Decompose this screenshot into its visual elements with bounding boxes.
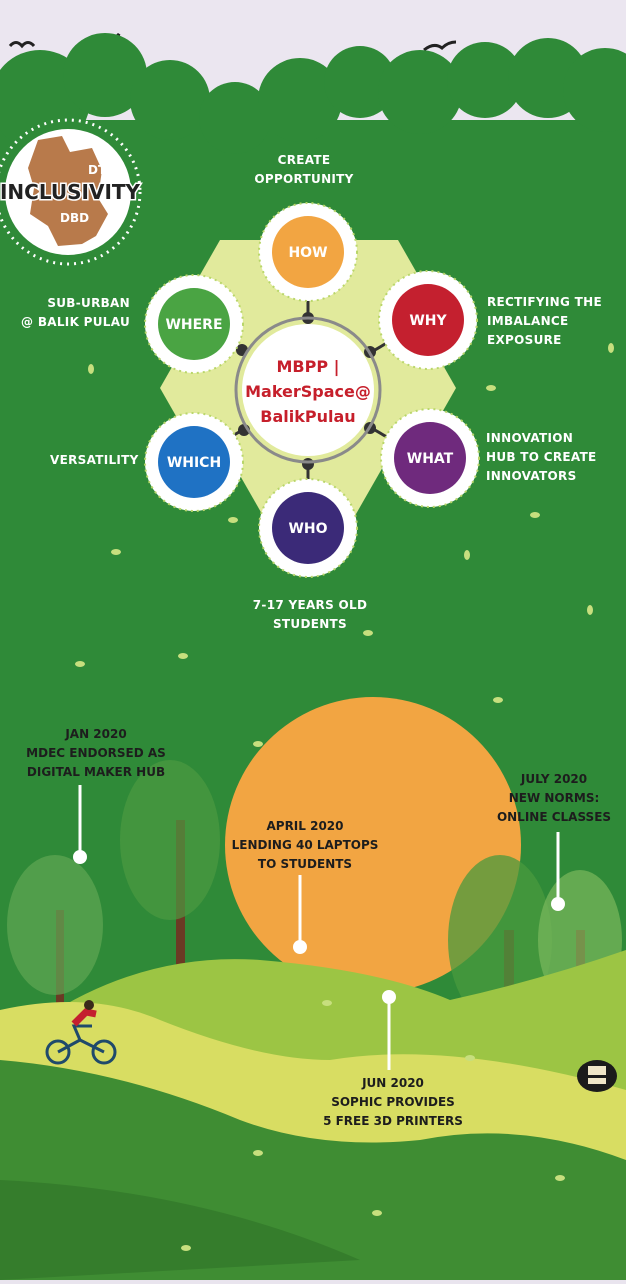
caption-how: CREATE OPPORTUNITY (254, 153, 353, 186)
node-which: WHICH (144, 412, 244, 512)
timeline-line: DIGITAL MAKER HUB (27, 765, 165, 779)
caption-line: 7-17 YEARS OLD (253, 598, 367, 612)
bird-icon (423, 40, 457, 52)
caption-line: CREATE (278, 153, 331, 167)
what-circle (394, 422, 466, 494)
which-label: WHICH (167, 455, 221, 471)
logo-top-text: DTL (88, 163, 114, 177)
hub: MBPP | MakerSpace@ BalikPulau (234, 316, 382, 464)
timeline-line: JULY 2020 (520, 772, 587, 786)
caption-what: INNOVATION HUB TO CREATE INNOVATORS (486, 431, 597, 483)
timeline-line: JUN 2020 (361, 1076, 424, 1090)
caption-line: IMBALANCE (487, 314, 569, 328)
timeline-jan: JAN 2020 MDEC ENDORSED AS DIGITAL MAKER … (26, 727, 166, 779)
caption-which: VERSATILITY (50, 453, 139, 467)
caption-who: 7-17 YEARS OLD STUDENTS (253, 598, 367, 631)
caption-line: SUB-URBAN (47, 296, 130, 310)
how-label: HOW (288, 245, 327, 261)
timeline-jun: JUN 2020 SOPHIC PROVIDES 5 FREE 3D PRINT… (323, 1076, 463, 1128)
timeline-line: 5 FREE 3D PRINTERS (323, 1114, 463, 1128)
why-label: WHY (409, 313, 447, 329)
who-circle (272, 492, 344, 564)
caption-line: INNOVATION (486, 431, 573, 445)
timeline-line: JAN 2020 (64, 727, 126, 741)
caption-line: INNOVATORS (486, 469, 577, 483)
cyclist-icon (45, 1000, 117, 1065)
node-why: WHY (378, 270, 478, 370)
caption-line: OPPORTUNITY (254, 172, 353, 186)
caption-line: EXPOSURE (487, 333, 562, 347)
caption-line: @ BALIK PULAU (21, 315, 130, 329)
logo-title: INCLUSIVITY (0, 180, 141, 204)
timeline-line: ONLINE CLASSES (497, 810, 611, 824)
leaf-decorations (75, 343, 614, 747)
hub-line-2: MakerSpace@ (245, 382, 371, 401)
caption-why: RECTIFYING THE IMBALANCE EXPOSURE (487, 295, 602, 347)
where-circle (158, 288, 230, 360)
hill-foreground (0, 1180, 360, 1280)
timeline-line: MDEC ENDORSED AS (26, 746, 166, 760)
how-circle (272, 216, 344, 288)
node-where: WHERE (144, 274, 244, 374)
what-label: WHAT (407, 451, 454, 467)
grass-leaf-decorations (181, 1000, 565, 1251)
hub-line-3: BalikPulau (260, 407, 355, 426)
caption-where: SUB-URBAN @ BALIK PULAU (21, 296, 130, 329)
caption-line: RECTIFYING THE (487, 295, 602, 309)
timeline-dots (73, 850, 565, 1004)
timeline-line: APRIL 2020 (266, 819, 343, 833)
caption-line: HUB TO CREATE (486, 450, 597, 464)
node-who: WHO (258, 478, 358, 578)
caption-line: VERSATILITY (50, 453, 139, 467)
timeline-pins (78, 785, 560, 1070)
caption-line: STUDENTS (273, 617, 347, 631)
inclusivity-logo: DTL INCLUSIVITY DBD (0, 118, 142, 266)
timeline-line: NEW NORMS: (509, 791, 600, 805)
which-circle (158, 426, 230, 498)
hub-line-1: MBPP | (277, 357, 340, 377)
bird-icon (8, 41, 36, 49)
timeline-jul: JULY 2020 NEW NORMS: ONLINE CLASSES (497, 772, 611, 824)
node-what: WHAT (380, 408, 480, 508)
logo-bottom-text: DBD (60, 211, 89, 225)
where-label: WHERE (165, 317, 222, 333)
who-label: WHO (288, 521, 327, 537)
why-circle (392, 284, 464, 356)
node-how: HOW (258, 202, 358, 302)
council-crest-icon (577, 1060, 617, 1092)
timeline-line: SOPHIC PROVIDES (331, 1095, 455, 1109)
timeline-line: LENDING 40 LAPTOPS (232, 838, 379, 852)
timeline-line: TO STUDENTS (258, 857, 352, 871)
timeline-apr: APRIL 2020 LENDING 40 LAPTOPS TO STUDENT… (232, 819, 379, 871)
